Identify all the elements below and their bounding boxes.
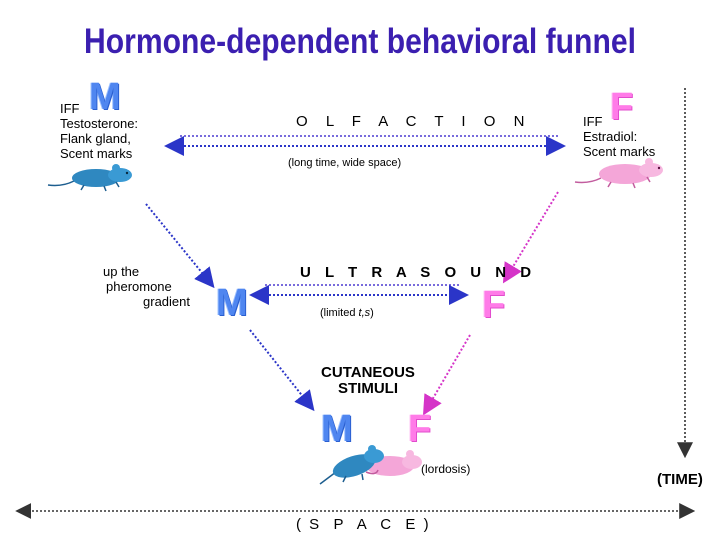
female-hormone-line: Scent marks (583, 144, 656, 159)
page-title: Hormone-dependent behavioral funnel (84, 22, 636, 61)
male-hormone-line: IFF (60, 101, 80, 116)
lordosis-label: (lordosis) (421, 462, 471, 476)
female-letter-mid: F (482, 284, 506, 326)
female-arrow-lower (422, 334, 471, 416)
male-hormone-line: Scent marks (60, 146, 133, 161)
female-arrow-upper (502, 191, 559, 284)
female-hormone-label: IFF Estradiol: Scent marks (583, 114, 655, 159)
gradient-line: up the (103, 264, 140, 279)
male-letter-top: M (89, 76, 121, 118)
ultrasound-caption-prefix: (limited (320, 307, 359, 319)
cutaneous-line: CUTANEOUS (321, 364, 415, 381)
female-letter-bottom: F (408, 408, 432, 450)
male-hormone-label: IFF Testosterone: Flank gland, Scent mar… (60, 101, 138, 161)
olfaction-label: O L F A C T I O N (296, 113, 532, 130)
male-letter-mid: M (216, 282, 248, 324)
mating-mice-icon (319, 445, 422, 485)
male-hormone-line: Testosterone: (60, 116, 139, 131)
gradient-line: gradient (143, 294, 190, 309)
time-label: (TIME) (657, 471, 703, 488)
male-hormone-line: Flank gland, (60, 131, 131, 146)
ultrasound-caption: (limited t,s) (320, 307, 374, 319)
male-letter-bottom: M (321, 408, 353, 450)
cutaneous-label: CUTANEOUS STIMULI (318, 365, 418, 397)
male-mouse-icon (47, 164, 132, 192)
male-arrow-upper (145, 203, 215, 289)
ultrasound-label: U L T R A S O U N D (300, 264, 537, 281)
female-mouse-icon (574, 158, 663, 189)
olfaction-caption: (long time, wide space) (288, 157, 402, 169)
gradient-line: pheromone (106, 279, 172, 294)
female-hormone-line: Estradiol: (583, 129, 638, 144)
male-arrow-lower (249, 329, 315, 412)
ultrasound-caption-suffix: ) (370, 307, 374, 319)
space-label: ( S P A C E ) (296, 516, 431, 533)
gradient-label: up the pheromone gradient (100, 264, 190, 309)
ultrasound-caption-italic: t,s (358, 307, 371, 319)
female-letter-top: F (610, 86, 634, 128)
female-hormone-line: IFF (583, 114, 603, 129)
cutaneous-line: STIMULI (338, 380, 398, 397)
